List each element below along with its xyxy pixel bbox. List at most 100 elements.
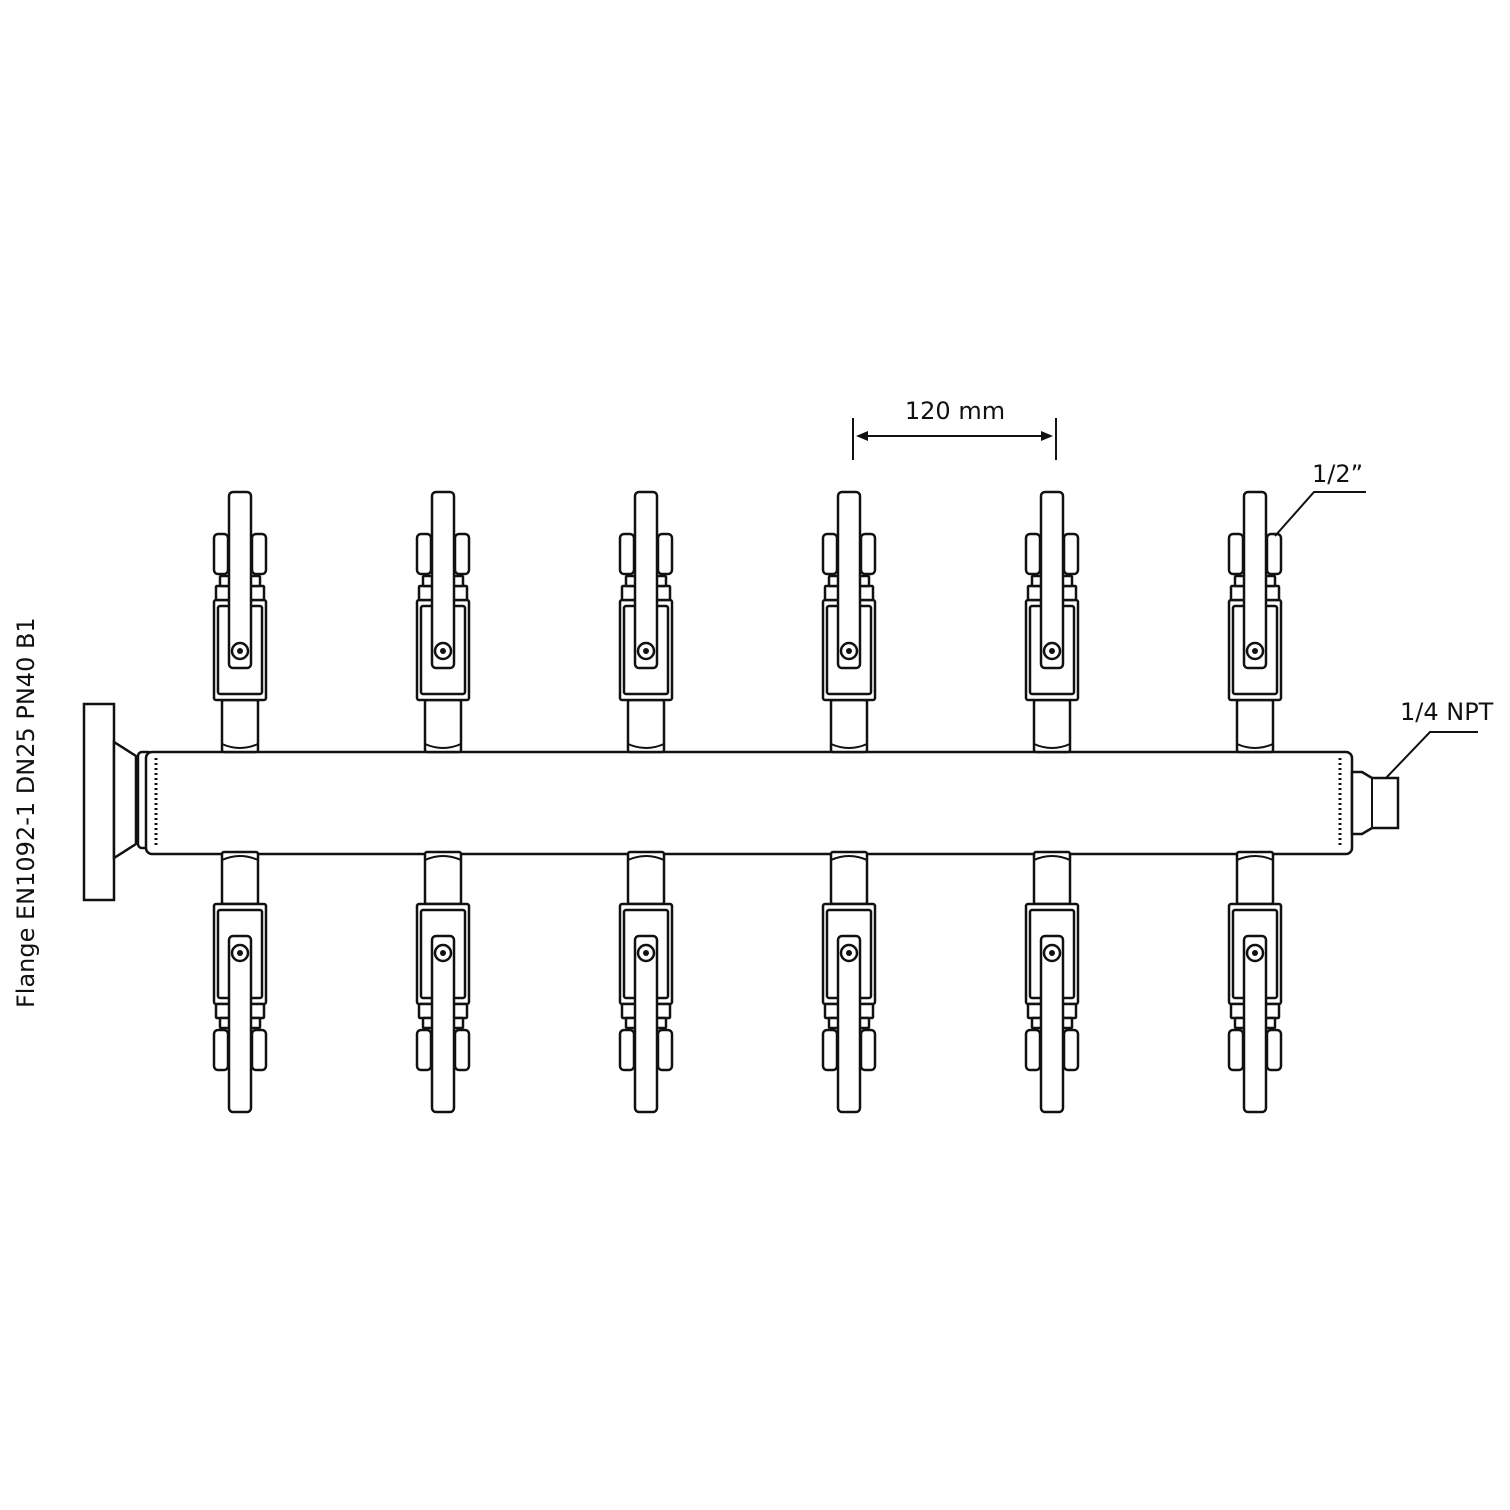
outlet-weld [1236, 743, 1274, 749]
valve-handle [836, 490, 862, 670]
end-port-leader [1385, 731, 1478, 779]
valve-bottom-2 [415, 850, 471, 1114]
fitting-right [1265, 1028, 1283, 1072]
manifold-body [136, 750, 1354, 856]
outlet-weld [1236, 855, 1274, 861]
outlet-stub [829, 698, 869, 754]
outlet-weld [221, 855, 259, 861]
valve-handle [430, 934, 456, 1114]
spindle-screw-dot [1252, 950, 1258, 956]
fitting-right [250, 1028, 268, 1072]
outlet-size-leader [1274, 491, 1366, 537]
outlet-stub [626, 698, 666, 754]
outlet-weld [627, 743, 665, 749]
flange-plate [82, 702, 116, 902]
fitting-left [415, 1028, 433, 1072]
spacing-dimension: 120 mm [852, 397, 1057, 460]
spindle-screw-dot [237, 950, 243, 956]
valve-handle [227, 490, 253, 670]
outlet-stub [1032, 698, 1072, 754]
outlet-stub [220, 698, 260, 754]
flange [82, 702, 138, 902]
spindle-screw-dot [643, 648, 649, 654]
fitting-left [1227, 1028, 1245, 1072]
fitting-left [1024, 1028, 1042, 1072]
spindle-screw-dot [643, 950, 649, 956]
valve-bottom-5 [1024, 850, 1080, 1114]
dimension-arrow-right [1041, 431, 1053, 441]
fitting-left [415, 532, 433, 576]
outlet-weld [424, 743, 462, 749]
spindle-screw-dot [237, 648, 243, 654]
valve-handle [430, 490, 456, 670]
valve-top-3 [618, 490, 674, 754]
outlet-size-label: 1/2” [1312, 460, 1363, 488]
flange-label: Flange EN1092-1 DN25 PN40 B1 [12, 617, 40, 1008]
outlet-stub [220, 850, 260, 906]
fitting-right [1062, 1028, 1080, 1072]
spindle-screw-dot [440, 950, 446, 956]
fitting-left [618, 1028, 636, 1072]
fitting-left [618, 532, 636, 576]
valve-handle [633, 490, 659, 670]
fitting-right [453, 532, 471, 576]
valve-handle [1242, 934, 1268, 1114]
valve-top-1 [212, 490, 268, 754]
fitting-right [1265, 532, 1283, 576]
outlet-weld [830, 855, 868, 861]
fitting-right [859, 1028, 877, 1072]
outlet-stub [423, 850, 463, 906]
spindle-screw-dot [440, 648, 446, 654]
outlet-weld [1033, 743, 1071, 749]
valve-handle [836, 934, 862, 1114]
valve-top-6 [1227, 490, 1283, 754]
outlet-stub [423, 698, 463, 754]
valve-top-5 [1024, 490, 1080, 754]
outlet-weld [627, 855, 665, 861]
outlet-weld [424, 855, 462, 861]
npt-port [1350, 770, 1400, 836]
end-port-label: 1/4 NPT [1400, 698, 1494, 726]
outlet-stub [626, 850, 666, 906]
valve-bottom-6 [1227, 850, 1283, 1114]
fitting-left [821, 532, 839, 576]
spindle-screw-dot [1049, 648, 1055, 654]
fitting-right [453, 1028, 471, 1072]
fitting-left [821, 1028, 839, 1072]
valve-handle [1039, 490, 1065, 670]
valve-top-4 [821, 490, 877, 754]
outlet-size-callout: 1/2” [1274, 460, 1366, 537]
spindle-screw-dot [846, 950, 852, 956]
dimension-arrow-left [856, 431, 868, 441]
valve-handle [1039, 934, 1065, 1114]
outlet-weld [221, 743, 259, 749]
fitting-right [1062, 532, 1080, 576]
outlet-stub [1235, 850, 1275, 906]
end-port [1350, 770, 1400, 836]
manifold-pipe [144, 750, 1354, 856]
fitting-left [212, 532, 230, 576]
spindle-screw-dot [1252, 648, 1258, 654]
outlet-weld [830, 743, 868, 749]
outlet-stub [829, 850, 869, 906]
spindle-screw-dot [1049, 950, 1055, 956]
valve-bottom-4 [821, 850, 877, 1114]
spindle-screw-dot [846, 648, 852, 654]
valve-handle [633, 934, 659, 1114]
fitting-right [656, 1028, 674, 1072]
fitting-right [656, 532, 674, 576]
spacing-label: 120 mm [905, 397, 1005, 425]
flange-neck [112, 739, 138, 861]
fitting-left [212, 1028, 230, 1072]
fitting-right [859, 532, 877, 576]
fitting-left [1227, 532, 1245, 576]
outlet-stub [1032, 850, 1072, 906]
valve-handle [227, 934, 253, 1114]
end-port-callout: 1/4 NPT [1385, 698, 1494, 779]
valve-handle [1242, 490, 1268, 670]
valve-bottom-1 [212, 850, 268, 1114]
valve-outlets [212, 490, 1283, 1114]
outlet-stub [1235, 698, 1275, 754]
valve-bottom-3 [618, 850, 674, 1114]
